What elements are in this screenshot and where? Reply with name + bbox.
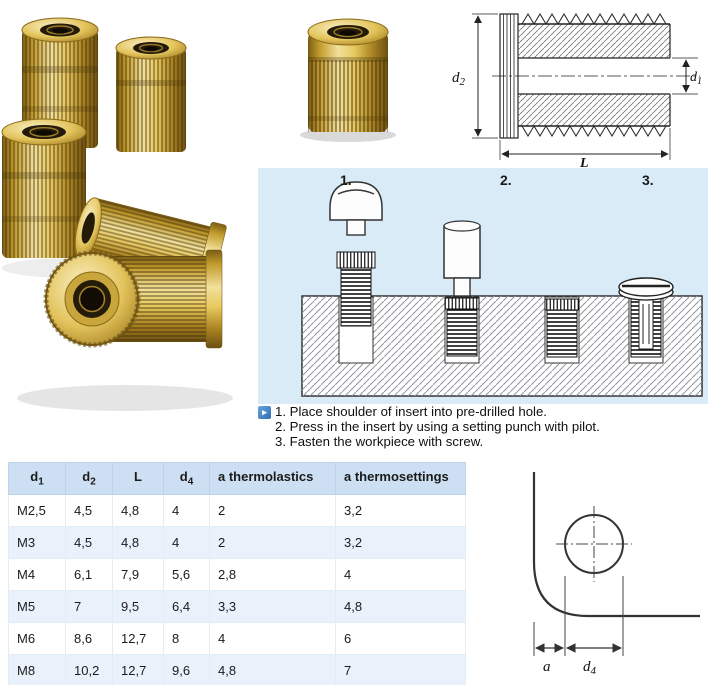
col-header-d4: d4: [163, 462, 210, 495]
cell: 12,7: [112, 622, 164, 655]
cell: 4,5: [65, 494, 113, 527]
product-photo-cluster: [0, 0, 265, 425]
cell: 8: [163, 622, 210, 655]
cell: 8,6: [65, 622, 113, 655]
dim-label-d4: d4: [583, 659, 597, 677]
step1-insert-placed: [336, 251, 376, 364]
cell: 4,8: [112, 526, 164, 559]
cell: 6: [335, 622, 466, 655]
insert-upright-3: [1, 118, 87, 258]
col-header-L: L: [112, 462, 164, 495]
insert-flush: [544, 296, 580, 364]
cell: 6,1: [65, 558, 113, 591]
col-header-d2: d2: [65, 462, 113, 495]
cell: 4: [209, 622, 336, 655]
header-row: d1 d2 L d4 a thermolastics a thermosetti…: [8, 462, 466, 495]
tech-drawing: d2 d1 L: [448, 0, 706, 173]
step-label-1: 1.: [340, 172, 352, 188]
brass-insert-single-photo: [300, 18, 396, 142]
insert-section-drawing: d2 d1 L: [452, 13, 702, 171]
cell: 7,9: [112, 558, 164, 591]
spec-table: d1 d2 L d4 a thermolastics a thermosetti…: [8, 462, 466, 685]
insert-upright-2: [115, 36, 187, 152]
cell: 9,5: [112, 590, 164, 623]
cell: M4: [8, 558, 66, 591]
cell: M3: [8, 526, 66, 559]
cell: M2,5: [8, 494, 66, 527]
cell: 6,4: [163, 590, 210, 623]
col-header-a-thermosettings: a thermosettings: [335, 462, 466, 495]
step3-screw-fastened: [618, 277, 674, 364]
instruction-line-1: 1. Place shoulder of insert into pre-dri…: [275, 404, 547, 419]
dim-label-d1: d1: [690, 70, 702, 87]
cell: 7: [335, 654, 466, 685]
cell: 4: [163, 494, 210, 527]
cell: M6: [8, 622, 66, 655]
spec-table-container: d1 d2 L d4 a thermolastics a thermosetti…: [8, 462, 466, 685]
cell: 2: [209, 526, 336, 559]
installation-steps-panel: 1. 2. 3.: [258, 168, 708, 404]
cell: 3,2: [335, 526, 466, 559]
instructions-block: ▸ 1. Place shoulder of insert into pre-d…: [258, 404, 706, 449]
cell: 5,6: [163, 558, 210, 591]
translate-icon: ▸: [258, 406, 271, 419]
instruction-line-2: 2. Press in the insert by using a settin…: [275, 419, 600, 434]
step-label-2: 2.: [500, 172, 512, 188]
cell: 4,8: [209, 654, 336, 685]
cell: 4,5: [65, 526, 113, 559]
cell: 9,6: [163, 654, 210, 685]
cell: 2,8: [209, 558, 336, 591]
hole-drawing: a d4: [492, 466, 704, 685]
cell: 4,8: [335, 590, 466, 623]
hole-dimension-drawing: a d4: [532, 472, 700, 677]
cell: 4: [335, 558, 466, 591]
cell: 3,2: [335, 494, 466, 527]
insert-upright-1: [21, 17, 99, 148]
cell: M8: [8, 654, 66, 685]
cell: 4,8: [112, 494, 164, 527]
cell: 10,2: [65, 654, 113, 685]
cell: 2: [209, 494, 336, 527]
cell: 12,7: [112, 654, 164, 685]
dim-label-a: a: [543, 659, 551, 675]
cell: 3,3: [209, 590, 336, 623]
product-photo-single: [258, 2, 433, 152]
brass-inserts-photo: [1, 17, 233, 411]
insert-endview: [43, 249, 223, 349]
cell: 4: [163, 526, 210, 559]
setting-punch-tool: [329, 181, 383, 236]
cell: M5: [8, 590, 66, 623]
col-header-a-thermolastics: a thermolastics: [209, 462, 336, 495]
dim-label-d2: d2: [452, 70, 466, 88]
instruction-line-3: 3. Fasten the workpiece with screw.: [275, 434, 484, 449]
step2-punch-press: [443, 220, 481, 364]
dim-label-length: L: [579, 156, 589, 168]
cell: 7: [65, 590, 113, 623]
installation-steps-drawing: [301, 181, 703, 397]
col-header-d1: d1: [8, 462, 66, 495]
step-label-3: 3.: [642, 172, 654, 188]
